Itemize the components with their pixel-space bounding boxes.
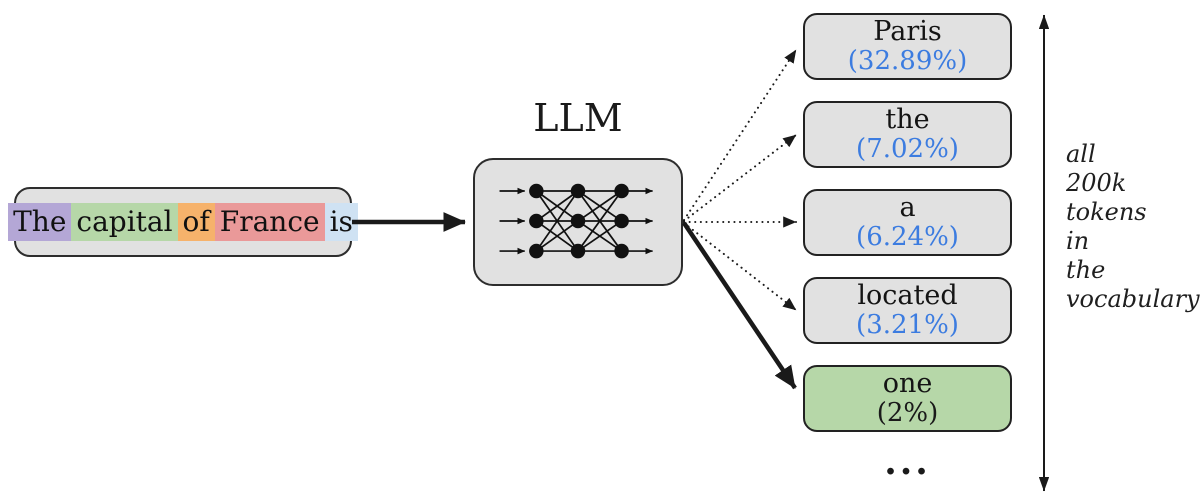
candidate-probability: (32.89%) [847,46,968,76]
output-candidate-one-selected: one (2%) [803,365,1012,432]
more-tokens-ellipsis: ... [884,441,931,483]
token-capital: capital [71,202,178,242]
token-the: The [8,202,72,242]
arrow-llm-to-located [683,222,797,311]
output-candidate-a: a (6.24%) [803,189,1012,256]
llm-title: LLM [533,96,623,140]
arrow-llm-to-paris [683,49,797,221]
candidate-probability: (6.24%) [856,222,959,252]
llm-box [473,158,683,286]
output-candidate-paris: Paris (32.89%) [803,13,1012,80]
candidate-word: the [885,104,930,135]
candidate-word: a [899,192,916,223]
output-candidate-located: located (3.21%) [803,277,1012,344]
arrow-llm-to-one-sampled [682,221,797,390]
candidate-word: located [857,280,958,311]
candidate-probability: (2%) [876,398,939,428]
arrow-llm-to-the [683,134,797,222]
token-of: of [177,202,215,242]
token-is: is [324,202,358,242]
neural-network-icon [499,183,653,259]
candidate-word: Paris [873,16,942,47]
token-france: France [214,202,325,242]
candidate-probability: (3.21%) [856,310,959,340]
candidate-probability: (7.02%) [856,134,959,164]
vocabulary-note: all 200k tokens in the vocabulary [1066,140,1200,313]
candidate-word: one [882,368,933,399]
output-candidate-the: the (7.02%) [803,101,1012,168]
